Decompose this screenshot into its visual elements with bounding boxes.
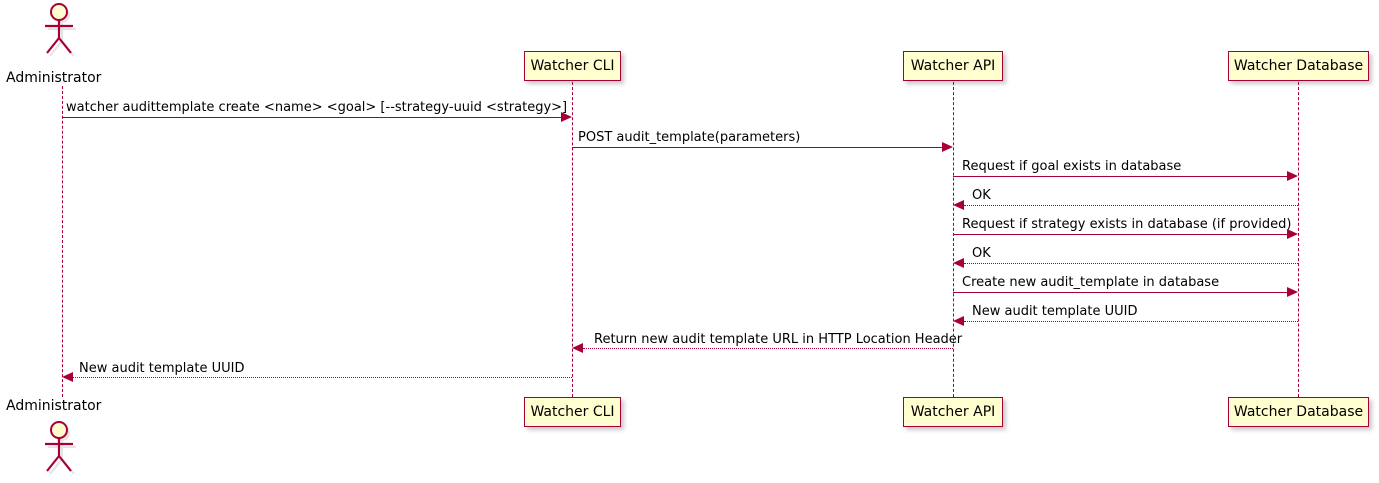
message-arrowhead-10 — [62, 372, 73, 382]
lifeline-watcher-api — [953, 82, 954, 397]
message-arrowhead-6 — [953, 258, 964, 268]
participant-watcher-api-bottom[interactable]: Watcher API — [903, 397, 1003, 427]
message-line-2 — [572, 147, 943, 148]
message-label-9: Return new audit template URL in HTTP Lo… — [594, 332, 963, 347]
message-arrowhead-4 — [953, 200, 964, 210]
message-arrowhead-5 — [1287, 229, 1298, 239]
message-arrowhead-8 — [953, 316, 964, 326]
message-arrowhead-9 — [572, 343, 583, 353]
message-arrowhead-7 — [1287, 287, 1298, 297]
participant-watcher-database-bottom[interactable]: Watcher Database — [1228, 397, 1369, 427]
message-label-2: POST audit_template(parameters) — [578, 130, 801, 145]
message-line-6 — [964, 263, 1298, 264]
lifeline-administrator — [62, 86, 63, 397]
message-label-10: New audit template UUID — [79, 361, 245, 376]
actor-label-administrator-top: Administrator — [6, 70, 102, 86]
message-line-4 — [964, 205, 1298, 206]
actor-label-administrator-bottom: Administrator — [6, 398, 102, 414]
actor-administrator-foot — [38, 420, 86, 476]
message-label-3: Request if goal exists in database — [962, 159, 1182, 174]
participant-watcher-database-top[interactable]: Watcher Database — [1228, 51, 1369, 81]
participant-watcher-api-top[interactable]: Watcher API — [903, 51, 1003, 81]
participant-watcher-cli-bottom[interactable]: Watcher CLI — [524, 397, 621, 427]
message-label-5: Request if strategy exists in database (… — [962, 217, 1292, 232]
message-arrowhead-2 — [942, 142, 953, 152]
message-label-6: OK — [972, 246, 991, 261]
message-line-7 — [953, 292, 1287, 293]
message-line-5 — [953, 234, 1287, 235]
lifeline-watcher-database — [1298, 82, 1299, 397]
message-label-8: New audit template UUID — [972, 304, 1138, 319]
message-line-10 — [73, 377, 572, 378]
message-arrowhead-3 — [1287, 171, 1298, 181]
actor-administrator-head — [38, 2, 86, 58]
message-line-1 — [62, 117, 562, 118]
message-arrowhead-1 — [561, 112, 572, 122]
message-line-9 — [583, 348, 953, 349]
message-line-3 — [953, 176, 1287, 177]
message-label-7: Create new audit_template in database — [962, 275, 1220, 290]
message-label-1: watcher audittemplate create <name> <goa… — [66, 100, 568, 115]
lifeline-watcher-cli — [572, 82, 573, 397]
message-line-8 — [964, 321, 1298, 322]
message-label-4: OK — [972, 188, 991, 203]
participant-watcher-cli-top[interactable]: Watcher CLI — [524, 51, 621, 81]
